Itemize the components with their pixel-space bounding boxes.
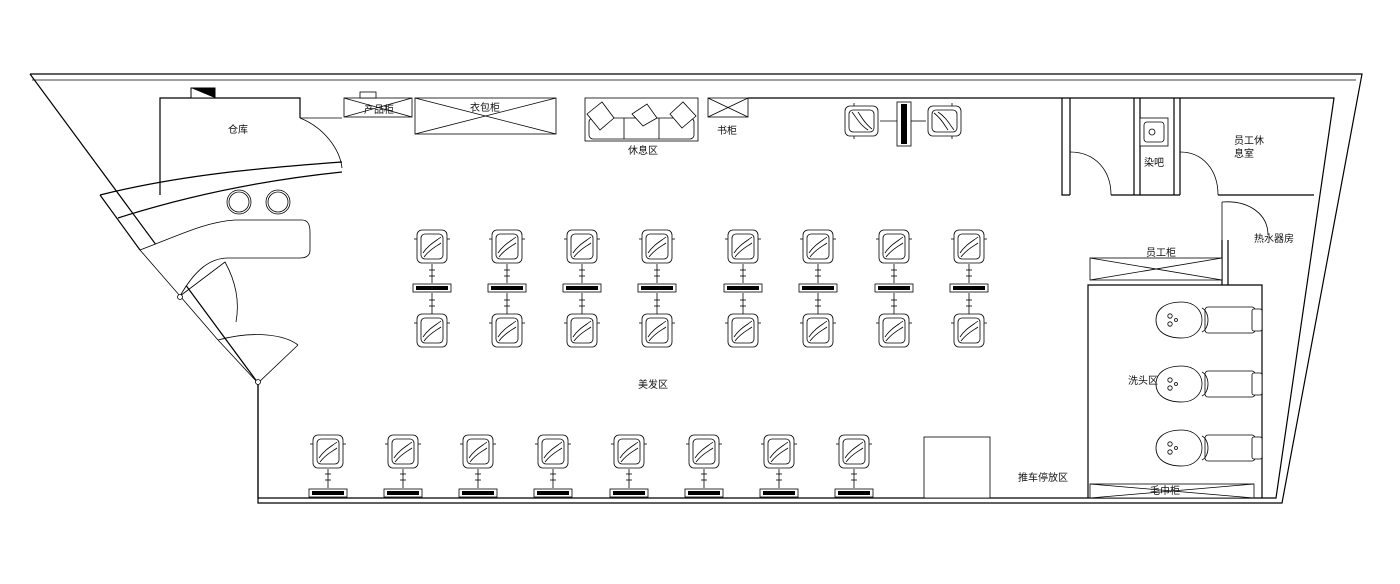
wall-styling-pair (759, 434, 799, 498)
label-wash-area: 洗头区 (1128, 375, 1158, 387)
styling-station (834, 488, 874, 498)
wall-styling-pair (458, 434, 498, 498)
styling-pair (562, 229, 602, 348)
label-dye-bar: 染吧 (1144, 156, 1164, 169)
styling-chair (488, 229, 526, 264)
styling-station (458, 488, 498, 498)
styling-chair (638, 229, 676, 264)
styling-station (383, 488, 423, 498)
label-water-heater-room: 热水器房 (1254, 232, 1294, 245)
dye-station (844, 101, 962, 147)
styling-chair (835, 434, 873, 469)
styling-chair (950, 313, 988, 348)
label-cart-parking: 推车停放区 (1018, 471, 1068, 484)
styling-chair (638, 313, 676, 348)
styling-pair (412, 229, 452, 348)
styling-chair (799, 229, 837, 264)
wall-styling-pair (533, 434, 573, 498)
styling-station (637, 283, 677, 293)
wardrobe (414, 97, 557, 135)
wall-styling-pair (834, 434, 874, 498)
styling-station (759, 488, 799, 498)
label-warehouse: 仓库 (228, 123, 248, 136)
label-hair-area: 美发区 (638, 378, 668, 391)
styling-chair (309, 434, 347, 469)
product-cabinet (343, 91, 413, 118)
styling-pair (487, 229, 527, 348)
styling-station (308, 488, 348, 498)
styling-pair (949, 229, 989, 348)
styling-pair (874, 229, 914, 348)
label-staff-lounge-2: 息室 (1234, 147, 1254, 160)
cart-parking-box (923, 436, 991, 499)
label-staff-lounge-1: 员工休 (1234, 135, 1264, 147)
styling-station (412, 283, 452, 293)
entrance-doors (177, 261, 299, 385)
bookshelf (707, 97, 749, 118)
styling-pair (637, 229, 677, 348)
wall-styling-pair (609, 434, 649, 498)
styling-chair (610, 434, 648, 469)
styling-chair (488, 313, 526, 348)
label-lounge: 休息区 (628, 144, 658, 157)
styling-station (562, 283, 602, 293)
styling-chair (724, 313, 762, 348)
styling-station (949, 283, 989, 293)
styling-station (723, 283, 763, 293)
styling-station (533, 488, 573, 498)
styling-chair (950, 229, 988, 264)
label-staff-locker: 员工柜 (1146, 246, 1176, 259)
styling-station (487, 283, 527, 293)
styling-chair (563, 229, 601, 264)
styling-station (874, 283, 914, 293)
label-wardrobe: 衣包柜 (470, 101, 500, 114)
outer-walls (29, 73, 1363, 504)
styling-chair (875, 229, 913, 264)
styling-pair (798, 229, 838, 348)
styling-chair (413, 313, 451, 348)
staff-locker (1089, 257, 1223, 281)
styling-chair (685, 434, 723, 469)
wall-styling-pair (308, 434, 348, 498)
wall-styling-pair (383, 434, 423, 498)
styling-station (609, 488, 649, 498)
label-towel-cabinet: 毛巾柜 (1150, 484, 1180, 497)
styling-chair (459, 434, 497, 469)
reception-desk (139, 189, 311, 297)
styling-chair (724, 229, 762, 264)
right-rooms (1061, 98, 1314, 285)
styling-chair (875, 313, 913, 348)
styling-chair (799, 313, 837, 348)
styling-station (798, 283, 838, 293)
styling-chair (534, 434, 572, 469)
warehouse-room (99, 87, 343, 251)
label-bookshelf: 书柜 (717, 124, 737, 137)
styling-chair (413, 229, 451, 264)
label-product-cabinet: 产品柜 (364, 103, 394, 116)
central-styling-stations (412, 229, 989, 348)
styling-chair (384, 434, 422, 469)
styling-chair (563, 313, 601, 348)
lounge-sofa (584, 97, 699, 142)
wall-styling-pair (684, 434, 724, 498)
wall-styling-stations (308, 434, 874, 498)
styling-chair (760, 434, 798, 469)
styling-station (684, 488, 724, 498)
styling-pair (723, 229, 763, 348)
wash-area (1087, 284, 1263, 499)
